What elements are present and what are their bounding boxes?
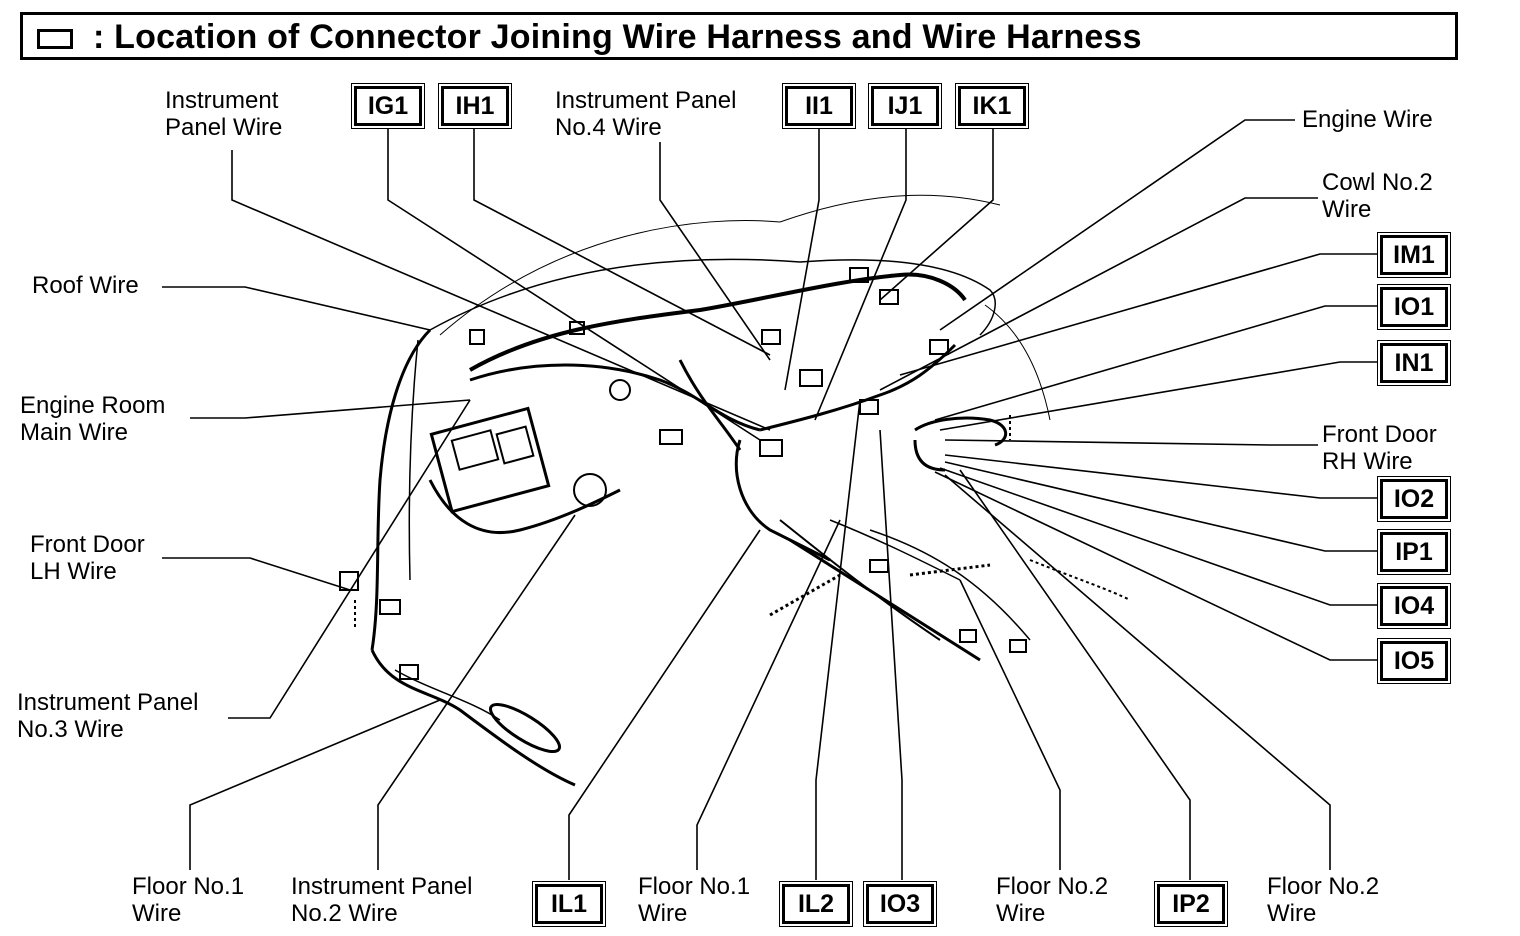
connector-code-ii1: II1	[782, 83, 856, 129]
page-title: : Location of Connector Joining Wire Har…	[93, 18, 1142, 56]
label-floor-no1-wire: Floor No.1 Wire	[132, 873, 245, 927]
label-roof-wire: Roof Wire	[32, 272, 139, 299]
label-engine-wire: Engine Wire	[1302, 106, 1433, 133]
connector-code-il1: IL1	[532, 881, 606, 927]
connector-code-il2: IL2	[779, 881, 853, 927]
label-front-door-rh-wire: Front Door RH Wire	[1322, 421, 1437, 475]
connector-code-ip1: IP1	[1377, 529, 1451, 575]
connector-code-ik1: IK1	[955, 83, 1029, 129]
label-floor-no2-wire: Floor No.2 Wire	[996, 873, 1109, 927]
label-cowl-no2-wire: Cowl No.2 Wire	[1322, 169, 1433, 223]
label-instrument-panel-no3-wire: Instrument Panel No.3 Wire	[17, 689, 199, 743]
connector-code-ig1: IG1	[351, 83, 425, 129]
connector-code-ip2: IP2	[1154, 881, 1228, 927]
label-instrument-panel-wire: Instrument Panel Wire	[165, 87, 283, 141]
leader-lines	[162, 119, 1378, 880]
label-instrument-panel-no2-wire: Instrument Panel No.2 Wire	[291, 873, 473, 927]
connector-code-io3: IO3	[863, 881, 937, 927]
connector-code-im1: IM1	[1377, 232, 1451, 278]
connector-box-icon	[37, 29, 73, 49]
title-bar: : Location of Connector Joining Wire Har…	[20, 12, 1458, 60]
connector-code-io5: IO5	[1377, 638, 1451, 684]
label-front-door-lh-wire: Front Door LH Wire	[30, 531, 145, 585]
label-instrument-panel-no4-wire: Instrument Panel No.4 Wire	[555, 87, 737, 141]
connector-code-ih1: IH1	[438, 83, 512, 129]
connector-code-in1: IN1	[1377, 340, 1451, 386]
label-floor-no2-wire: Floor No.2 Wire	[1267, 873, 1380, 927]
label-floor-no1-wire: Floor No.1 Wire	[638, 873, 751, 927]
dashboard-illustration	[339, 194, 1131, 787]
connector-code-io4: IO4	[1377, 583, 1451, 629]
connector-code-ij1: IJ1	[868, 83, 942, 129]
connector-code-io1: IO1	[1377, 284, 1451, 330]
connector-code-io2: IO2	[1377, 476, 1451, 522]
label-engine-room-main-wire: Engine Room Main Wire	[20, 392, 166, 446]
